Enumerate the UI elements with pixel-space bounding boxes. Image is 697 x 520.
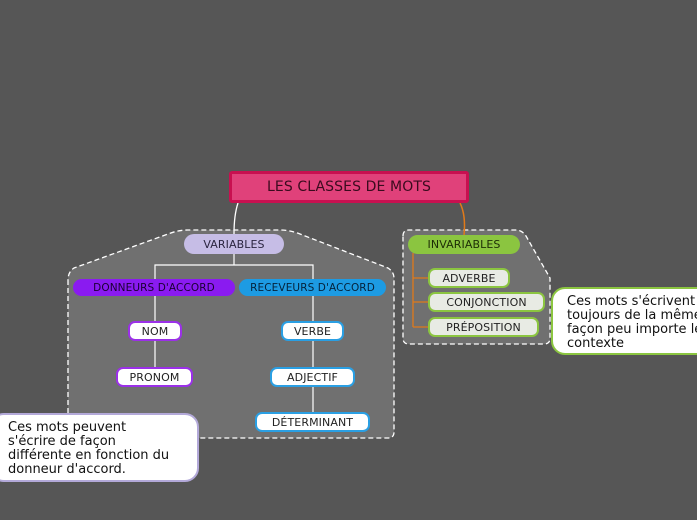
connector-root-invariables: [459, 202, 466, 236]
pronom-node[interactable]: PRONOM: [116, 367, 193, 387]
connector-root-variables: [233, 202, 239, 235]
connector-variables-split: [154, 254, 314, 280]
invariables-label: INVARIABLES: [427, 238, 501, 251]
variables-note-line: différente en fonction du: [8, 448, 170, 463]
donneurs-label: DONNEURS D'ACCORD: [93, 281, 215, 294]
root-label: LES CLASSES DE MOTS: [267, 179, 431, 195]
verbe-label: VERBE: [293, 324, 332, 338]
adjectif-node[interactable]: ADJECTIF: [270, 367, 355, 387]
variables-label: VARIABLES: [203, 237, 265, 251]
invariables-note-line: façon peu importe le: [567, 322, 697, 337]
variables-group-boundary: [67, 229, 395, 439]
adverbe-label: ADVERBE: [442, 271, 496, 285]
variables-note-line: Ces mots peuvent: [8, 420, 127, 435]
invariables-node[interactable]: INVARIABLES: [408, 235, 520, 254]
preposition-node[interactable]: PRÉPOSITION: [428, 317, 539, 337]
conjonction-node[interactable]: CONJONCTION: [428, 292, 545, 312]
adjectif-label: ADJECTIF: [287, 370, 338, 384]
connector-invariables-children: [412, 253, 428, 328]
invariables-note-line: Ces mots s'écrivent: [567, 294, 696, 309]
receveurs-label: RECEVEURS D'ACCORD: [250, 281, 375, 294]
variables-note[interactable]: Ces mots peuvent s'écrire de façon diffé…: [0, 413, 199, 482]
receveurs-node[interactable]: RECEVEURS D'ACCORD: [239, 279, 386, 296]
root-node[interactable]: LES CLASSES DE MOTS: [229, 171, 469, 203]
invariables-note-line: contexte: [567, 336, 624, 351]
donneurs-node[interactable]: DONNEURS D'ACCORD: [73, 279, 235, 296]
preposition-label: PRÉPOSITION: [446, 320, 521, 334]
variables-note-line: donneur d'accord.: [8, 462, 126, 477]
pronom-label: PRONOM: [129, 370, 180, 384]
adverbe-node[interactable]: ADVERBE: [428, 268, 510, 288]
verbe-node[interactable]: VERBE: [281, 321, 344, 341]
determinant-label: DÉTERMINANT: [271, 415, 354, 429]
conjonction-label: CONJONCTION: [446, 295, 527, 309]
invariables-note-line: toujours de la même: [567, 308, 697, 323]
variables-node[interactable]: VARIABLES: [184, 234, 284, 254]
nom-node[interactable]: NOM: [128, 321, 182, 341]
variables-note-line: s'écrire de façon: [8, 434, 116, 449]
nom-label: NOM: [141, 324, 169, 338]
invariables-note[interactable]: Ces mots s'écrivent toujours de la même …: [551, 287, 697, 355]
determinant-node[interactable]: DÉTERMINANT: [255, 412, 370, 432]
